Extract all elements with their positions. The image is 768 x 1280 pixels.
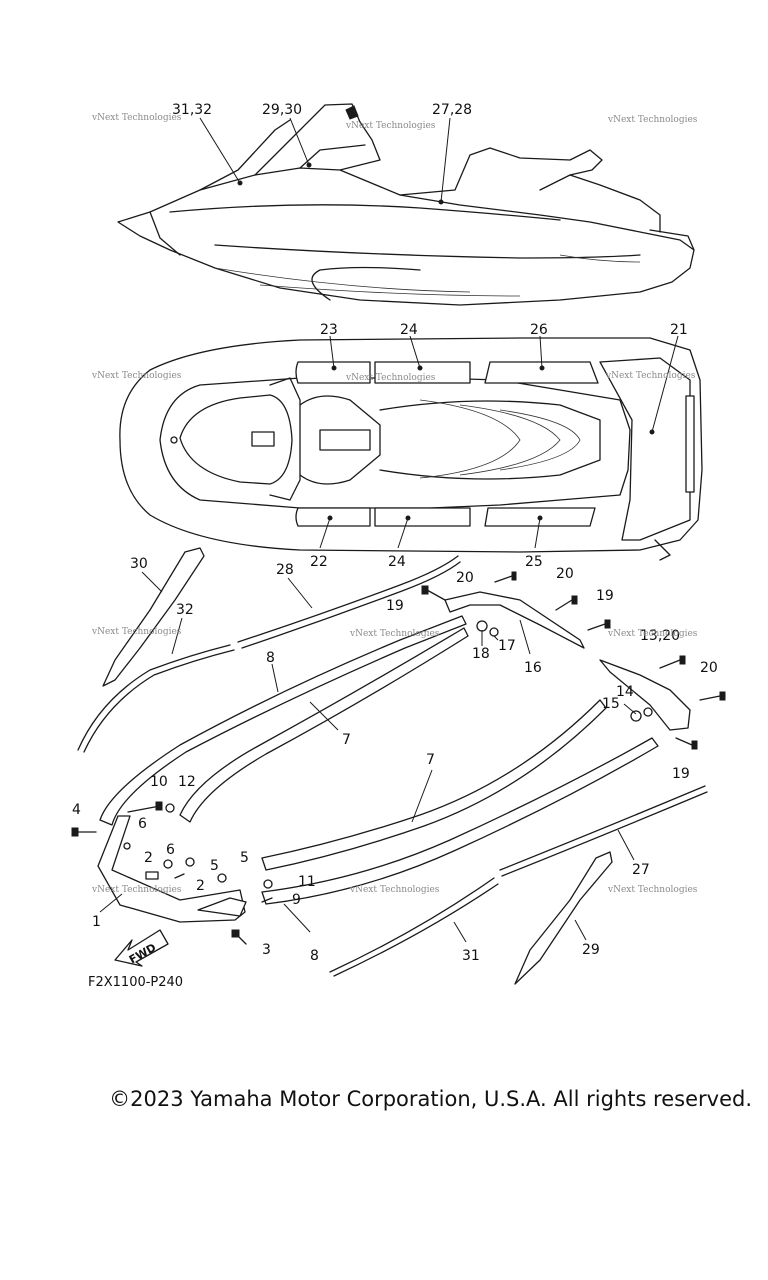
callout-27: 27 [632,862,650,878]
callout-6-b: 6 [166,842,175,858]
exploded-parts [71,547,726,985]
copyright-notice: ©2023 Yamaha Motor Corporation, U.S.A. A… [109,1087,752,1111]
watermark: vNext Technologies [91,371,182,381]
callout-31: 31 [462,948,480,964]
watermark: vNext Technologies [345,121,436,131]
callout-5-b: 5 [240,850,249,866]
callout-10: 10 [150,774,168,790]
callout-13-20: 13,20 [640,628,680,644]
watermark: vNext Technologies [605,371,696,381]
callout-22: 22 [310,554,328,570]
callout-16: 16 [524,660,542,676]
watermark: vNext Technologies [349,885,440,895]
top-view-watercraft [119,335,703,561]
callout-6-a: 6 [138,816,147,832]
callout-2-a: 2 [144,850,153,866]
watermark: vNext Technologies [91,113,182,123]
callout-25: 25 [525,554,543,570]
callout-24-bottom: 24 [388,554,406,570]
watermark: vNext Technologies [91,627,182,637]
watermark: vNext Technologies [607,115,698,125]
side-view-watercraft [117,103,695,306]
watermark: vNext Technologies [349,629,440,639]
watermarks: vNext Technologies vNext Technologies vN… [91,113,698,895]
fwd-arrow [114,929,169,967]
callout-8-bottom: 8 [310,948,319,964]
callout-26: 26 [530,322,548,338]
callout-32: 32 [176,602,194,618]
callout-labels: 31,32 29,30 27,28 23 24 26 21 22 24 25 3… [72,102,718,964]
callout-23: 23 [320,322,338,338]
diagram-code: F2X1100-P240 [88,975,183,990]
callout-11: 11 [298,874,316,890]
callout-8-top: 8 [266,650,275,666]
callout-5-a: 5 [210,858,219,874]
callout-21: 21 [670,322,688,338]
watermark: vNext Technologies [345,373,436,383]
watermark: vNext Technologies [607,885,698,895]
callout-31-32: 31,32 [172,102,212,118]
parts-diagram: 31,32 29,30 27,28 23 24 26 21 22 24 25 3… [71,102,726,990]
watermark: vNext Technologies [607,629,698,639]
callout-1: 1 [92,914,101,930]
callout-28: 28 [276,562,294,578]
callout-19-a: 19 [386,598,404,614]
callout-29: 29 [582,942,600,958]
callout-18: 18 [472,646,490,662]
callout-19-c: 19 [672,766,690,782]
callout-2-b: 2 [196,878,205,894]
callout-19-b: 19 [596,588,614,604]
callout-30: 30 [130,556,148,572]
watermark: vNext Technologies [91,885,182,895]
callout-20-c: 20 [700,660,718,676]
callout-14: 14 [616,684,634,700]
callout-20-a: 20 [456,570,474,586]
callout-15: 15 [602,696,620,712]
callout-24-top: 24 [400,322,418,338]
callout-20-b: 20 [556,566,574,582]
callout-7-bottom: 7 [426,752,435,768]
callout-27-28: 27,28 [432,102,472,118]
callout-4: 4 [72,802,81,818]
callout-7-top: 7 [342,732,351,748]
callout-29-30: 29,30 [262,102,302,118]
callout-9: 9 [292,892,301,908]
callout-12: 12 [178,774,196,790]
callout-3: 3 [262,942,271,958]
callout-17: 17 [498,638,516,654]
